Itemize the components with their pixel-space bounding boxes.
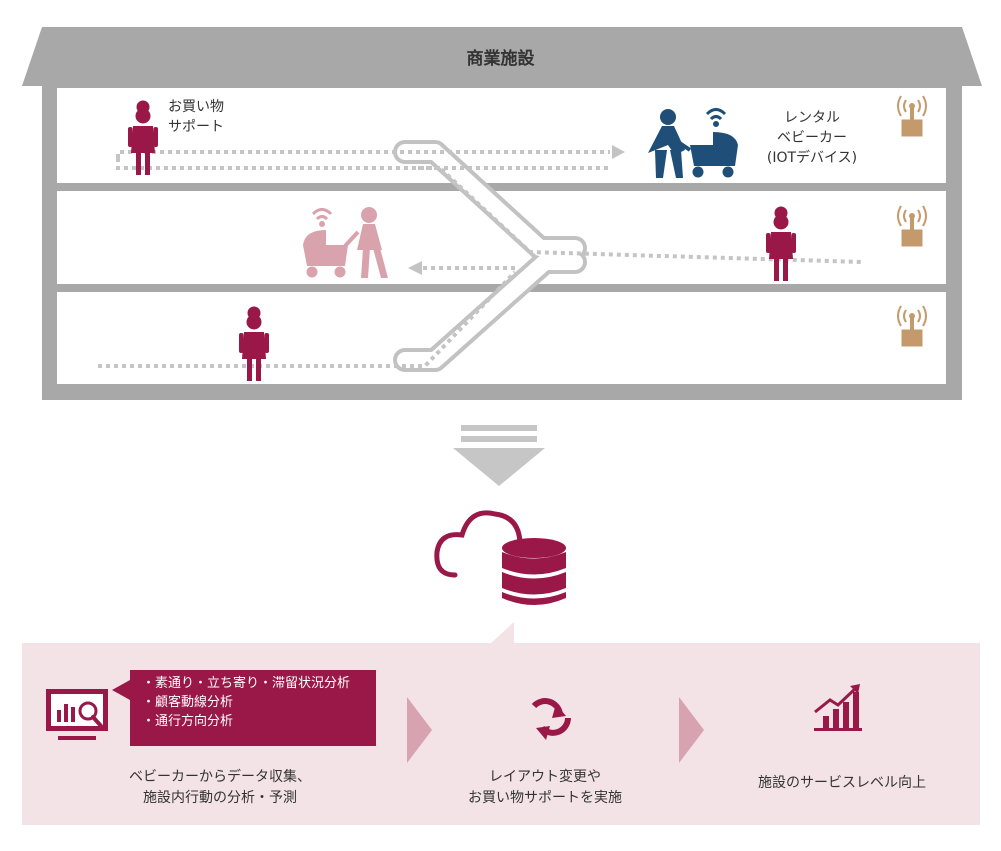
growth-chart-icon (814, 684, 862, 731)
stroller-group-blue (648, 108, 738, 178)
shopping-support-line-1: お買い物 (168, 99, 224, 115)
shopping-support-label: お買い物 サポート (168, 97, 224, 137)
callout-item: ・通行方向分析 (142, 714, 234, 729)
step-1-text: ベビーカーからデータ収集、 施設内行動の分析・予測 (70, 767, 370, 809)
stroller-icon (690, 132, 738, 178)
step-3-text: 施設のサービスレベル向上 (712, 773, 972, 794)
refresh-icon (531, 698, 571, 740)
chevron-right-icon (679, 697, 704, 763)
callout-item: ・顧客動線分析 (142, 695, 234, 710)
panel-pointer (490, 622, 514, 644)
step-2-line-1: レイアウト変更や (489, 769, 601, 785)
down-arrow-icon (453, 425, 545, 486)
building (22, 27, 982, 400)
monitor-icon (46, 689, 108, 740)
callout-item: ・素通り・立ち寄り・滞留状況分析 (142, 676, 351, 691)
stroller-icon (303, 230, 348, 278)
movement-paths (98, 150, 863, 368)
rental-stroller-line-2: ベビーカー (777, 130, 847, 146)
rental-stroller-label: レンタル ベビーカー (IOTデバイス) (752, 108, 872, 168)
database-icon (502, 538, 566, 605)
step-3-line-1: 施設のサービスレベル向上 (758, 775, 926, 791)
analysis-callout: ・素通り・立ち寄り・滞留状況分析 ・顧客動線分析 ・通行方向分析 (130, 670, 376, 746)
step-2-line-2: お買い物サポートを実施 (468, 790, 622, 806)
step-1-line-1: ベビーカーからデータ収集、 (129, 769, 311, 785)
building-title: 商業施設 (466, 49, 535, 69)
shopping-support-line-2: サポート (168, 119, 224, 135)
chevron-right-icon (407, 697, 432, 763)
rental-stroller-line-1: レンタル (784, 110, 840, 126)
step-2-text: レイアウト変更や お買い物サポートを実施 (420, 767, 670, 809)
step-1-line-2: 施設内行動の分析・予測 (143, 790, 297, 806)
stroller-group-pink (303, 207, 388, 278)
rental-stroller-line-3: (IOTデバイス) (766, 150, 858, 166)
cloud-icon (434, 510, 523, 578)
